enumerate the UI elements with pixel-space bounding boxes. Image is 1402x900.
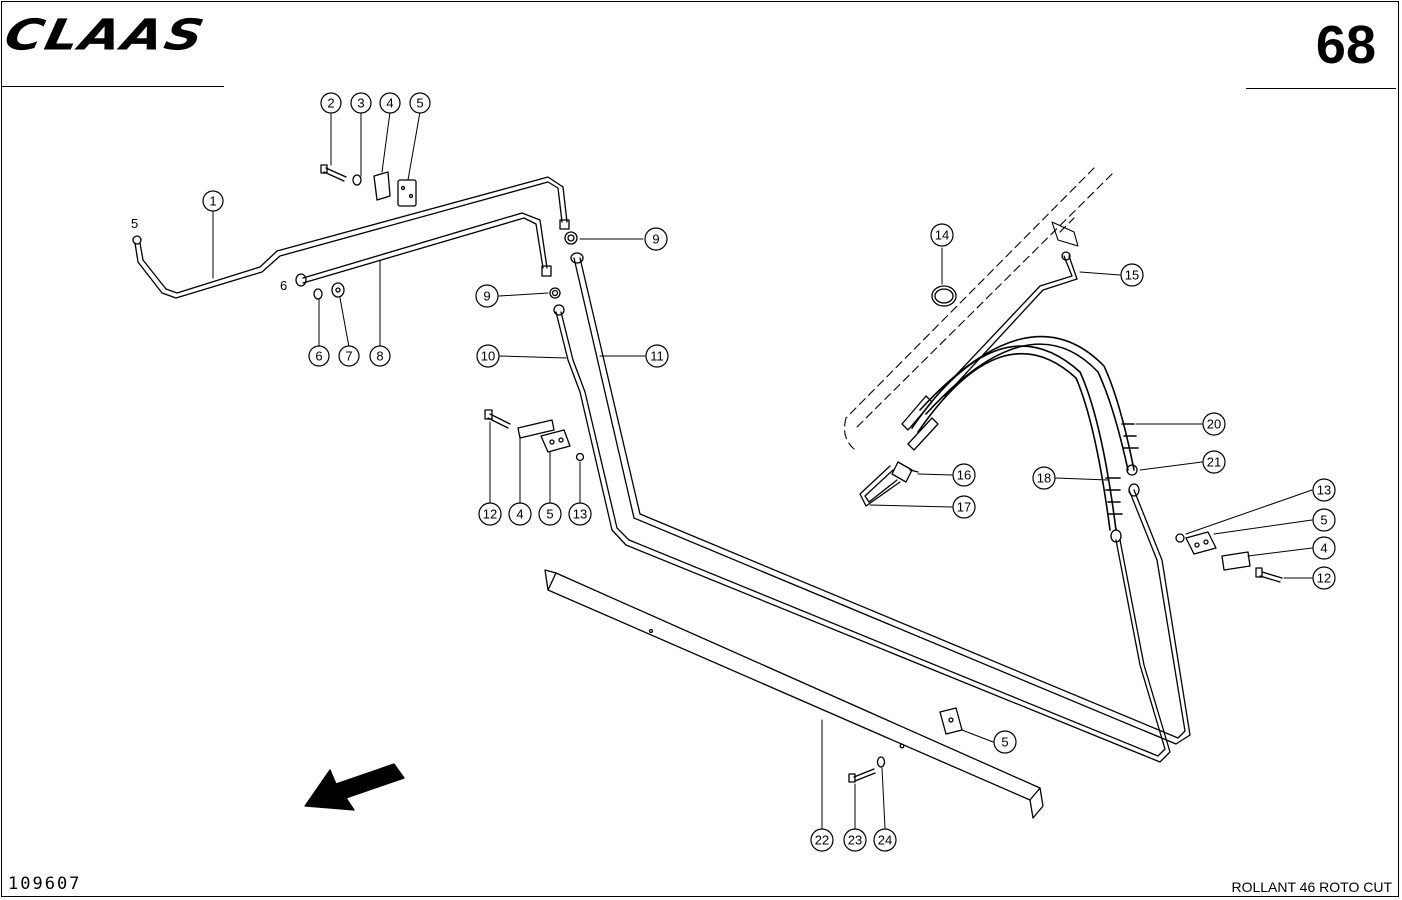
hydraulic-pipe-11 bbox=[570, 252, 1191, 745]
clamp-5-middle bbox=[540, 429, 571, 453]
callout-13-right: 13 bbox=[1317, 483, 1331, 498]
bolt-12-middle bbox=[484, 409, 511, 429]
page-number: 68 bbox=[1315, 15, 1376, 75]
callout-2: 2 bbox=[327, 96, 334, 111]
hose-end-fittings bbox=[1110, 483, 1140, 543]
hydraulic-pipe-1 bbox=[132, 176, 570, 299]
callout-13-middle: 13 bbox=[573, 507, 587, 522]
hydraulic-pipe-10 bbox=[553, 304, 1171, 763]
callout-7: 7 bbox=[345, 349, 352, 364]
callout-20: 20 bbox=[1207, 417, 1221, 432]
hose-20 bbox=[919, 335, 1139, 471]
callout-23: 23 bbox=[848, 833, 862, 848]
callout-12-middle: 12 bbox=[483, 507, 497, 522]
hose-18 bbox=[911, 345, 1123, 531]
tee-fitting-16 bbox=[891, 461, 919, 483]
bolt-2-top bbox=[320, 164, 347, 182]
callout-22: 22 bbox=[815, 833, 829, 848]
frame-beam-dashed bbox=[843, 167, 1113, 453]
callout-11: 11 bbox=[650, 349, 664, 364]
clamp-5-right bbox=[1185, 531, 1217, 555]
pipe-15 bbox=[939, 251, 1078, 397]
clamp-4-top bbox=[373, 171, 391, 201]
frame-beam-outline bbox=[1051, 221, 1079, 247]
bolt-23 bbox=[848, 768, 876, 783]
callout-16: 16 bbox=[957, 468, 971, 483]
header-rule-right bbox=[1246, 88, 1396, 89]
nut-6 bbox=[313, 288, 323, 300]
clamp-4-right bbox=[1221, 551, 1251, 571]
callout-4-right: 4 bbox=[1320, 541, 1327, 556]
callout-numbers: 2 3 4 5 1 9 9 6 7 8 10 11 12 4 5 13 14 1… bbox=[131, 96, 1331, 848]
clamp-5-lower bbox=[939, 707, 963, 735]
callout-5-middle: 5 bbox=[546, 507, 553, 522]
hose-ferrules-left bbox=[901, 395, 939, 451]
callout-5-top: 5 bbox=[416, 96, 423, 111]
model-name: ROLLANT 46 ROTO CUT bbox=[1231, 879, 1392, 895]
clamp-4-middle bbox=[517, 419, 555, 439]
callout-15: 15 bbox=[1125, 268, 1139, 283]
direction-arrow bbox=[304, 763, 405, 811]
callout-5-right: 5 bbox=[1320, 513, 1327, 528]
callout-17: 17 bbox=[957, 500, 971, 515]
callout-4-middle: 4 bbox=[516, 507, 523, 522]
bolt-12-right bbox=[1255, 567, 1283, 583]
callout-12-right: 12 bbox=[1317, 571, 1331, 586]
fitting-9-upper bbox=[564, 231, 578, 245]
callout-18: 18 bbox=[1037, 471, 1051, 486]
callout-14: 14 bbox=[935, 228, 949, 243]
drawing-number: 109607 bbox=[8, 874, 82, 894]
washer-24 bbox=[876, 756, 886, 768]
clamp-5-top bbox=[397, 179, 417, 207]
callout-9-lower: 9 bbox=[483, 289, 490, 304]
angle-rail-22 bbox=[544, 569, 1044, 819]
clamp-7 bbox=[331, 282, 345, 298]
nut-13-right bbox=[1175, 533, 1185, 543]
callout-9-upper: 9 bbox=[652, 232, 659, 247]
washer-3-top bbox=[352, 174, 362, 186]
nut-13-middle bbox=[575, 452, 585, 462]
callout-10: 10 bbox=[481, 349, 495, 364]
callout-5-lower: 5 bbox=[1001, 735, 1008, 750]
callout-3: 3 bbox=[357, 96, 364, 111]
callout-21: 21 bbox=[1207, 455, 1221, 470]
callout-4-top: 4 bbox=[386, 96, 393, 111]
callout-24: 24 bbox=[878, 833, 892, 848]
pipe-17 bbox=[859, 465, 901, 507]
fitting-9-lower bbox=[549, 287, 561, 299]
hydraulic-pipe-8 bbox=[295, 212, 552, 287]
pipe-end-label-6: 6 bbox=[280, 278, 287, 293]
callout-circles bbox=[202, 92, 1336, 852]
pipe-end-label-5: 5 bbox=[131, 216, 138, 231]
leader-lines bbox=[212, 111, 1313, 829]
header-rule-left bbox=[2, 86, 224, 87]
callout-1: 1 bbox=[209, 194, 216, 209]
callout-6: 6 bbox=[315, 349, 322, 364]
hose-clamp-14 bbox=[931, 285, 957, 307]
callout-8: 8 bbox=[376, 349, 383, 364]
fitting-21 bbox=[1126, 464, 1138, 476]
